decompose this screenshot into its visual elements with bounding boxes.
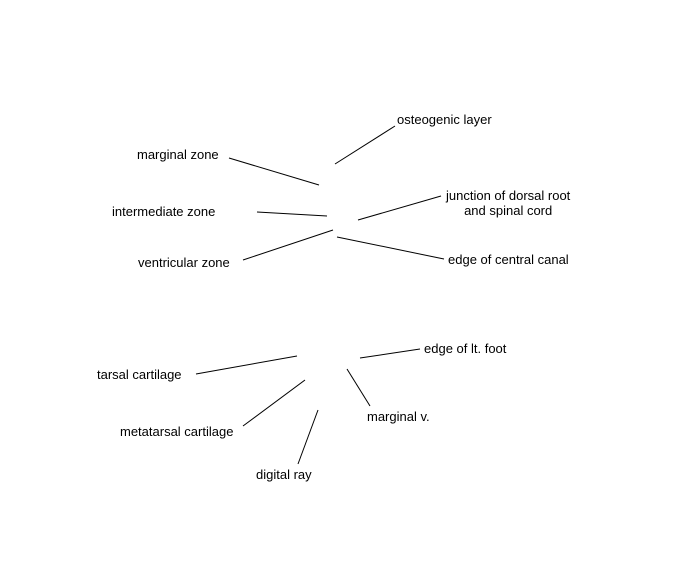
- label-edge-central-canal: edge of central canal: [448, 252, 569, 267]
- label-edge-lt-foot: edge of lt. foot: [424, 341, 507, 356]
- label-tarsal-cartilage: tarsal cartilage: [97, 367, 182, 382]
- leader-osteogenic-layer: [334, 125, 396, 165]
- label-osteogenic-layer: osteogenic layer: [397, 112, 492, 127]
- leader-digital-ray: [297, 409, 319, 465]
- leader-ventricular-zone: [242, 229, 334, 261]
- label-junction-dorsal-root: junction of dorsal root and spinal cord: [446, 188, 570, 218]
- label-digital-ray: digital ray: [256, 467, 312, 482]
- leader-intermediate-zone: [256, 211, 328, 217]
- leader-marginal-v: [346, 368, 371, 407]
- label-intermediate-zone: intermediate zone: [112, 204, 216, 219]
- label-metatarsal-cartilage: metatarsal cartilage: [120, 424, 234, 439]
- leader-edge-central-canal: [336, 236, 445, 260]
- leader-edge-lt-foot: [359, 348, 421, 359]
- label-junction-line1: junction of dorsal root: [446, 188, 571, 203]
- leader-metatarsal-cartilage: [242, 379, 306, 427]
- label-marginal-v: marginal v.: [367, 409, 430, 424]
- label-ventricular-zone: ventricular zone: [138, 255, 230, 270]
- label-junction-line2: and spinal cord: [464, 203, 553, 218]
- label-marginal-zone: marginal zone: [137, 147, 219, 162]
- leader-tarsal-cartilage: [195, 355, 298, 375]
- leader-junction-dorsal-root: [357, 195, 442, 221]
- leader-marginal-zone: [228, 157, 320, 186]
